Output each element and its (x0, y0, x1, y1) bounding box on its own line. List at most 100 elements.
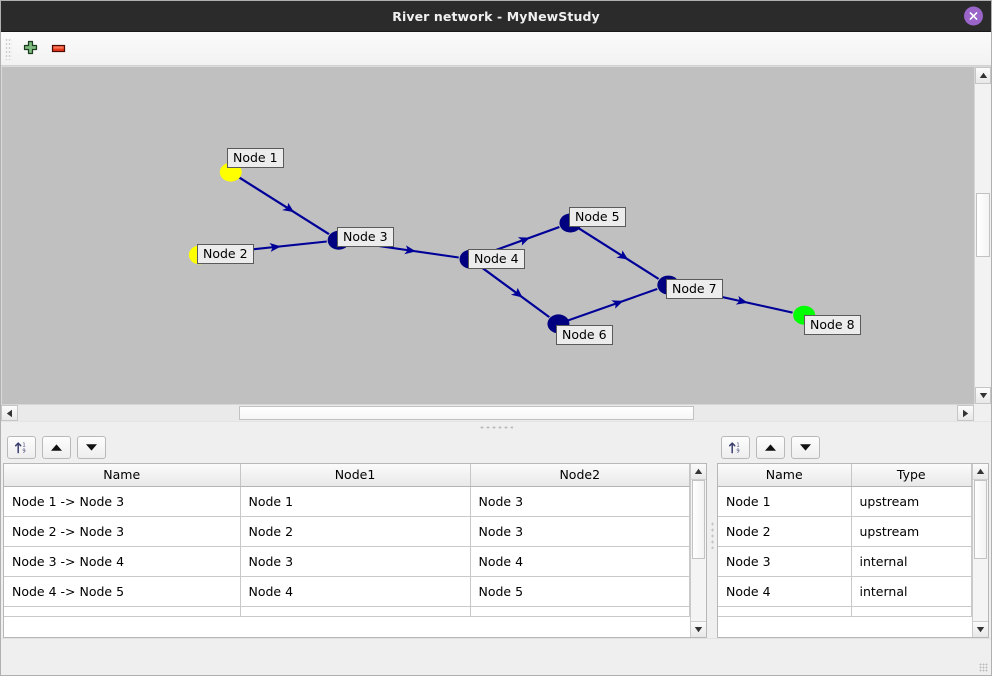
column-header-node2[interactable]: Node2 (470, 464, 690, 487)
delete-node-button[interactable] (44, 36, 72, 62)
table-cell[interactable]: Node 3 (470, 516, 690, 547)
canvas-hscroll-track[interactable] (18, 405, 957, 421)
move-reach-up-button[interactable] (42, 436, 71, 459)
network-canvas[interactable]: Node 1 Node 2 Node 3 Node 4 Node 5 Node 6 Node… (1, 66, 974, 404)
sort-ascending-icon: 1 9 (14, 442, 26, 455)
tables-splitter[interactable] (709, 432, 715, 638)
graph-node-label-node-5[interactable]: Node 5 (569, 207, 626, 227)
minus-icon (51, 44, 65, 53)
toolbar-drag-handle[interactable] (5, 37, 12, 60)
triangle-up-icon (51, 444, 62, 451)
scroll-up-button[interactable] (975, 67, 991, 84)
river-network-graph[interactable] (2, 67, 974, 404)
column-header-name[interactable]: Name (718, 464, 852, 487)
nodes-scroll-down-button[interactable] (973, 621, 988, 637)
nodes-scroll-up-button[interactable] (973, 464, 988, 480)
add-node-button[interactable] (16, 36, 44, 62)
graph-node-label-node-3[interactable]: Node 3 (337, 227, 394, 247)
triangle-down-icon (86, 444, 97, 451)
canvas-vertical-scrollbar[interactable] (974, 66, 991, 404)
column-header-type[interactable]: Type (851, 464, 972, 487)
table-cell[interactable]: internal (851, 576, 972, 607)
canvas-hscroll-thumb[interactable] (238, 406, 695, 420)
reaches-scroll-track[interactable] (691, 480, 706, 621)
move-node-up-button[interactable] (756, 436, 785, 459)
graph-edge[interactable] (567, 288, 658, 322)
table-cell[interactable] (718, 606, 852, 617)
graph-node-label-node-2[interactable]: Node 2 (197, 244, 254, 264)
table-cell[interactable]: Node 5 (470, 576, 690, 607)
column-header-name[interactable]: Name (4, 464, 241, 487)
graph-edge[interactable] (238, 176, 330, 235)
sort-nodes-button[interactable]: 1 9 (721, 436, 750, 459)
table-cell[interactable]: Node 4 -> Node 5 (4, 576, 241, 607)
svg-text:9: 9 (22, 449, 25, 455)
table-cell[interactable]: upstream (851, 486, 972, 517)
graph-node-label-node-4[interactable]: Node 4 (468, 249, 525, 269)
table-cell[interactable]: Node 2 (718, 516, 852, 547)
table-cell[interactable]: Node 1 (718, 486, 852, 517)
table-cell[interactable]: Node 3 (718, 546, 852, 577)
table-cell[interactable]: Node 2 (240, 516, 471, 547)
reaches-table-row[interactable] (4, 606, 690, 617)
reaches-table-scrollbar[interactable] (690, 464, 706, 637)
canvas-vscroll-track[interactable] (975, 84, 991, 387)
canvas-horizontal-scrollbar[interactable] (1, 404, 974, 421)
table-cell[interactable]: Node 1 (240, 486, 471, 517)
window-resize-grip[interactable] (979, 663, 988, 672)
scroll-down-button[interactable] (975, 387, 991, 404)
sort-reaches-button[interactable]: 1 9 (7, 436, 36, 459)
table-cell[interactable]: Node 4 (718, 576, 852, 607)
move-reach-down-button[interactable] (77, 436, 106, 459)
reaches-scroll-thumb[interactable] (692, 480, 705, 559)
tables-splitter-grip (710, 521, 714, 549)
table-cell[interactable]: Node 3 -> Node 4 (4, 546, 241, 577)
table-cell[interactable] (240, 606, 471, 617)
table-cell[interactable]: internal (851, 546, 972, 577)
graph-node-label-node-6[interactable]: Node 6 (556, 325, 613, 345)
table-cell[interactable]: Node 4 (240, 576, 471, 607)
table-cell[interactable] (4, 606, 241, 617)
graph-node-label-node-8[interactable]: Node 8 (804, 315, 861, 335)
column-header-node1[interactable]: Node1 (240, 464, 471, 487)
nodes-scroll-track[interactable] (973, 480, 988, 621)
graph-node-label-node-1[interactable]: Node 1 (227, 148, 284, 168)
move-node-down-button[interactable] (791, 436, 820, 459)
table-cell[interactable]: Node 3 (470, 486, 690, 517)
nodes-table-row[interactable] (718, 606, 972, 617)
graph-node-label-node-7[interactable]: Node 7 (666, 279, 723, 299)
table-cell[interactable] (851, 606, 972, 617)
close-window-button[interactable] (964, 6, 983, 26)
reaches-scroll-down-button[interactable] (691, 621, 706, 637)
scroll-left-button[interactable] (1, 405, 18, 421)
reaches-scroll-up-button[interactable] (691, 464, 706, 480)
table-cell[interactable] (470, 606, 690, 617)
nodes-scroll-thumb[interactable] (974, 480, 987, 559)
nodes-table-scrollbar[interactable] (972, 464, 988, 637)
table-cell[interactable]: upstream (851, 516, 972, 547)
scroll-right-button[interactable] (957, 405, 974, 421)
triangle-down-icon (800, 444, 811, 451)
table-cell[interactable]: Node 1 -> Node 3 (4, 486, 241, 517)
table-cell[interactable]: Node 2 -> Node 3 (4, 516, 241, 547)
table-cell[interactable]: Node 4 (470, 546, 690, 577)
graph-edge[interactable] (477, 264, 551, 318)
canvas-tables-splitter[interactable] (1, 421, 991, 432)
canvas-vscroll-thumb[interactable] (976, 193, 990, 257)
triangle-up-icon (979, 72, 987, 78)
table-cell[interactable]: Node 3 (240, 546, 471, 577)
graph-edge[interactable] (577, 227, 660, 280)
